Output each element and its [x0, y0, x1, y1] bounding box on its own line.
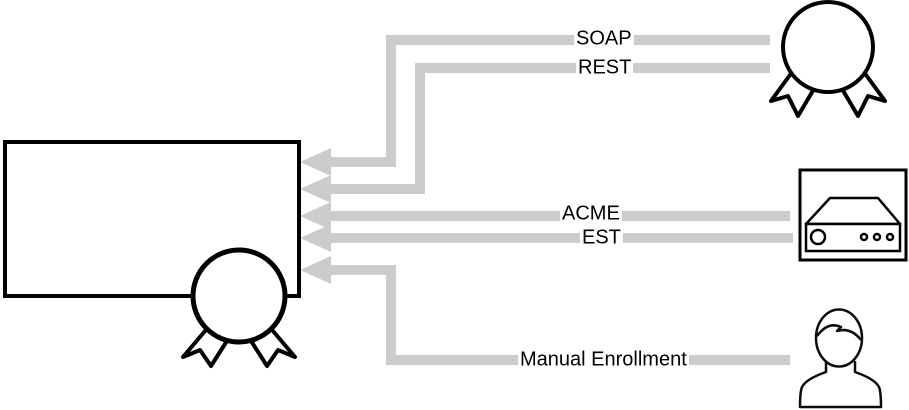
manual-arrowhead-icon — [300, 256, 331, 284]
label-manual-enrollment: Manual Enrollment — [518, 347, 689, 373]
person-hair — [815, 324, 862, 341]
person-head — [814, 308, 864, 368]
certificate-icon — [3, 140, 301, 368]
person-torso — [798, 361, 883, 409]
soap-connector-line — [330, 35, 770, 167]
certificate-seal-circle — [190, 247, 288, 345]
appliance-led-3 — [885, 232, 895, 242]
server-appliance-icon — [798, 168, 908, 262]
est-arrowhead-icon — [300, 224, 331, 252]
appliance-led-2 — [872, 232, 882, 242]
person-icon — [798, 308, 883, 409]
appliance-led-1 — [859, 232, 869, 242]
acme-arrowhead-icon — [300, 202, 331, 230]
label-rest: REST — [576, 55, 634, 81]
soap-arrowhead-icon — [300, 148, 331, 176]
manual-enrollment-connector-line — [330, 265, 790, 365]
label-acme: ACME — [560, 201, 622, 227]
rest-arrowhead-icon — [300, 175, 331, 203]
award-circle — [781, 0, 875, 94]
label-est: EST — [580, 225, 623, 251]
award-ribbon-icon — [769, 0, 887, 118]
appliance-power-button — [809, 228, 827, 246]
label-soap: SOAP — [574, 26, 634, 52]
